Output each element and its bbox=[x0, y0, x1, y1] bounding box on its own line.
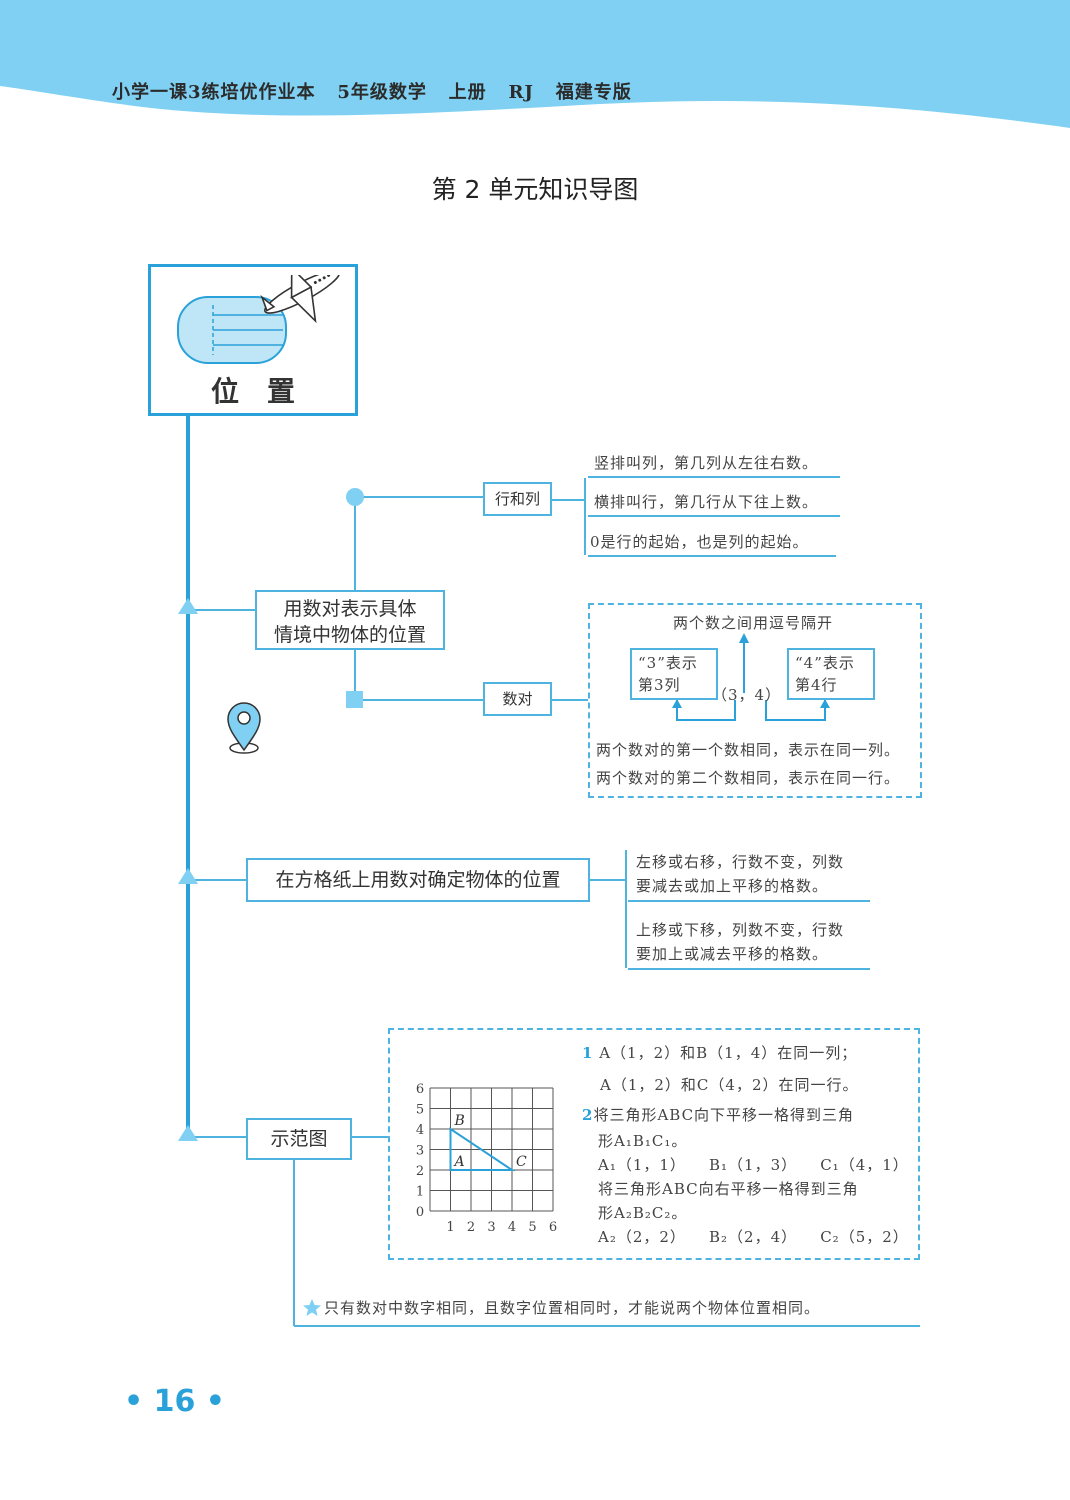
example-line-8: A₂（2，2） B₂（2，4） C₂（5，2） bbox=[582, 1226, 912, 1250]
y-tick-label: 0 bbox=[416, 1205, 424, 1220]
example-line-3: 2将三角形ABC向下平移一格得到三角 bbox=[582, 1104, 912, 1130]
example-line-5: A₁（1，1） B₁（1，3） C₁（4，1） bbox=[582, 1154, 912, 1178]
branch2-label: 在方格纸上用数对确定物体的位置 bbox=[275, 869, 560, 891]
branch1-label-line1: 用数对表示具体 bbox=[257, 596, 443, 622]
example-text-4: 形A₁B₁C₁。 bbox=[598, 1132, 687, 1150]
example-text-6: 将三角形ABC向右平移一格得到三角 bbox=[598, 1180, 859, 1198]
pair-right-line2: 第4行 bbox=[795, 674, 867, 696]
root-node: 位 置 bbox=[148, 264, 358, 416]
example-line-1: 1 A（1，2）和B（1，4）在同一列； bbox=[582, 1042, 912, 1074]
point-label: C bbox=[516, 1154, 527, 1170]
example-line-6: 将三角形ABC向右平移一格得到三角 bbox=[582, 1178, 912, 1202]
point-label: B bbox=[454, 1113, 465, 1129]
example-num-3: 2 bbox=[582, 1106, 593, 1124]
branch3-node: 示范图 bbox=[246, 1118, 352, 1160]
branch3-label: 示范图 bbox=[270, 1128, 327, 1150]
branch2-item-1-line2: 要减去或加上平移的格数。 bbox=[628, 874, 870, 898]
root-label: 位 置 bbox=[151, 375, 355, 409]
rows-cols-item-2: 横排叫行，第几行从下往上数。 bbox=[588, 491, 840, 517]
example-text-1: A（1，2）和B（1，4）在同一列； bbox=[599, 1044, 857, 1062]
x-tick-label: 4 bbox=[508, 1220, 516, 1235]
branch1-node: 用数对表示具体 情境中物体的位置 bbox=[255, 590, 445, 650]
pair-left-box: “3”表示 第3列 bbox=[630, 648, 718, 700]
example-num-1: 1 bbox=[582, 1044, 593, 1062]
number-pair-label: 数对 bbox=[502, 690, 532, 708]
branch1-label-line2: 情境中物体的位置 bbox=[257, 622, 443, 648]
y-tick-label: 6 bbox=[416, 1082, 424, 1097]
location-pin-icon bbox=[224, 700, 264, 756]
example-text-7: 形A₂B₂C₂。 bbox=[598, 1204, 687, 1222]
x-tick-label: 2 bbox=[467, 1220, 475, 1235]
x-tick-label: 1 bbox=[446, 1220, 454, 1235]
star-icon bbox=[302, 1298, 322, 1318]
branch2-item-2: 上移或下移，列数不变，行数 要加上或减去平移的格数。 bbox=[628, 918, 870, 970]
x-tick-label: 6 bbox=[549, 1220, 557, 1235]
pair-note-2: 两个数对的第二个数相同，表示在同一行。 bbox=[596, 766, 900, 790]
pair-right-box: “4”表示 第4行 bbox=[787, 648, 875, 700]
y-tick-label: 5 bbox=[416, 1103, 424, 1118]
rows-cols-node: 行和列 bbox=[483, 482, 552, 516]
x-tick-label: 3 bbox=[487, 1220, 495, 1235]
branch2-node: 在方格纸上用数对确定物体的位置 bbox=[246, 858, 590, 902]
pair-example: （3，4） bbox=[712, 683, 781, 707]
pair-top-note: 两个数之间用逗号隔开 bbox=[588, 611, 918, 635]
y-tick-label: 3 bbox=[416, 1144, 424, 1159]
example-text-8: A₂（2，2） B₂（2，4） C₂（5，2） bbox=[598, 1228, 909, 1246]
branch2-item-1-line1: 左移或右移，行数不变，列数 bbox=[628, 850, 870, 874]
y-tick-label: 1 bbox=[416, 1185, 424, 1200]
page-number: • 16 • bbox=[124, 1384, 225, 1419]
number-pair-node: 数对 bbox=[483, 682, 552, 716]
y-tick-label: 2 bbox=[416, 1164, 424, 1179]
example-text-5: A₁（1，1） B₁（1，3） C₁（4，1） bbox=[598, 1156, 909, 1174]
example-line-7: 形A₂B₂C₂。 bbox=[582, 1202, 912, 1226]
pair-right-line1: “4”表示 bbox=[795, 652, 867, 674]
x-tick-label: 5 bbox=[528, 1220, 536, 1235]
example-text-2: A（1，2）和C（4，2）在同一行。 bbox=[600, 1076, 859, 1094]
airplane-icon bbox=[173, 275, 343, 375]
example-line-4: 形A₁B₁C₁。 bbox=[582, 1130, 912, 1154]
example-line-2: A（1，2）和C（4，2）在同一行。 bbox=[582, 1074, 912, 1104]
rows-cols-item-3: 0是行的起始，也是列的起始。 bbox=[588, 531, 836, 557]
branch2-item-2-line2: 要加上或减去平移的格数。 bbox=[628, 942, 870, 966]
y-tick-label: 4 bbox=[416, 1123, 424, 1138]
example-lines: 1 A（1，2）和B（1，4）在同一列； A（1，2）和C（4，2）在同一行。 … bbox=[582, 1042, 912, 1250]
rows-cols-item-1: 竖排叫列，第几列从左往右数。 bbox=[588, 452, 840, 478]
pair-left-line2: 第3列 bbox=[638, 674, 710, 696]
branch2-item-2-line1: 上移或下移，列数不变，行数 bbox=[628, 918, 870, 942]
pair-left-line1: “3”表示 bbox=[638, 652, 710, 674]
pair-note-1: 两个数对的第一个数相同，表示在同一列。 bbox=[596, 738, 900, 762]
example-text-3: 将三角形ABC向下平移一格得到三角 bbox=[593, 1106, 854, 1124]
footer-note: 只有数对中数字相同，且数字位置相同时，才能说两个物体位置相同。 bbox=[324, 1296, 820, 1320]
branch2-item-1: 左移或右移，行数不变，列数 要减去或加上平移的格数。 bbox=[628, 850, 870, 902]
rows-cols-label: 行和列 bbox=[495, 490, 540, 508]
point-label: A bbox=[453, 1154, 465, 1170]
